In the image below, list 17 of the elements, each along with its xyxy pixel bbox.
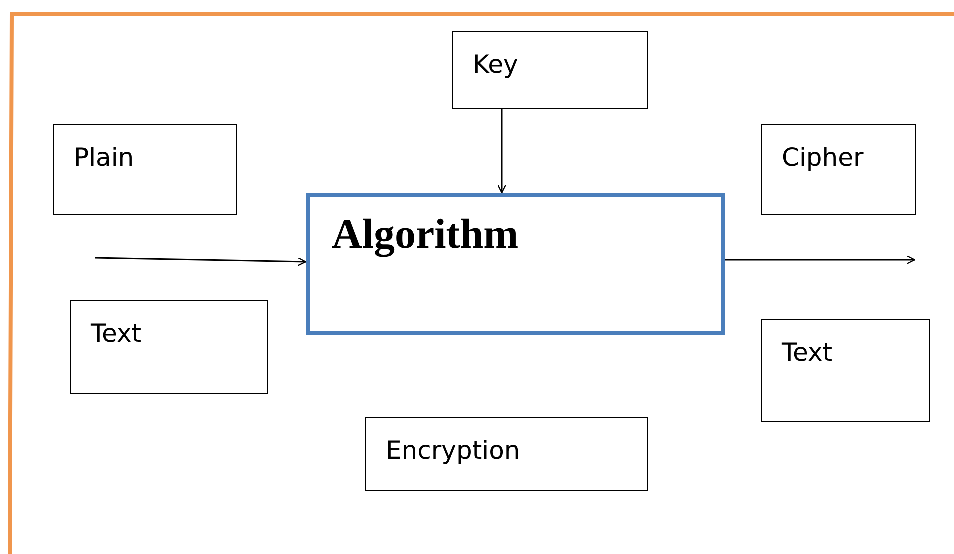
text-box: [365, 417, 648, 491]
node-label: Algorithm: [332, 211, 519, 259]
arrow: [94, 257, 307, 266]
node-label: Plain: [74, 143, 134, 172]
arrow: [497, 109, 507, 194]
node-label: Key: [473, 50, 518, 79]
text-box: [761, 319, 930, 422]
text-box: [761, 124, 916, 215]
node-label: Encryption: [386, 436, 520, 465]
text-box: [452, 31, 648, 109]
node-label: Text: [782, 338, 833, 367]
node-label: Cipher: [782, 143, 864, 172]
process-box: [306, 193, 725, 335]
arrow: [725, 255, 916, 265]
node-label: Text: [91, 319, 142, 348]
text-box: [70, 300, 268, 394]
text-box: [53, 124, 237, 215]
